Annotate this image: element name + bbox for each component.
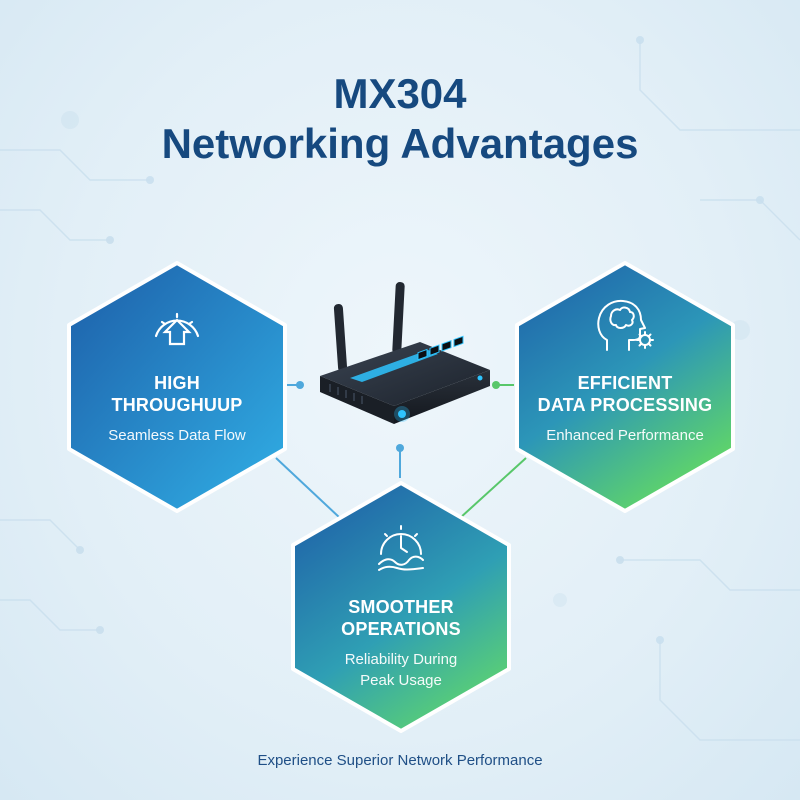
footer-tagline: Experience Superior Network Performance [257,752,543,769]
feature-hex-smoother-operations: SMOOTHER OPERATIONS Reliability During P… [290,480,512,734]
page-title-line1: MX304 [333,70,467,117]
page-title-line2: Networking Advantages [161,120,639,167]
hexagon-shape [67,261,287,513]
feature-subtitle: Seamless Data Flow [108,427,246,444]
feature-heading: HIGH THROUGHUUP [111,373,243,415]
brain-gear-icon [597,299,654,351]
router-icon [320,282,490,424]
feature-heading: SMOOTHER OPERATIONS [341,597,461,639]
feature-subtitle: Reliability During Peak Usage [344,651,458,689]
speedometer-arrow-up-icon [154,312,200,346]
feature-hex-high-throughput: HIGH THROUGHUUP Seamless Data Flow [66,260,288,514]
hexagon-shape [515,261,735,513]
hexagon-shape [291,481,511,733]
feature-subtitle: Enhanced Performance [546,427,704,444]
feature-heading: EFFICIENT DATA PROCESSING [537,373,713,415]
feature-hex-efficient-data-processing: EFFICIENT DATA PROCESSING Enhanced Perfo… [514,260,736,514]
clock-wave-icon [378,525,424,571]
